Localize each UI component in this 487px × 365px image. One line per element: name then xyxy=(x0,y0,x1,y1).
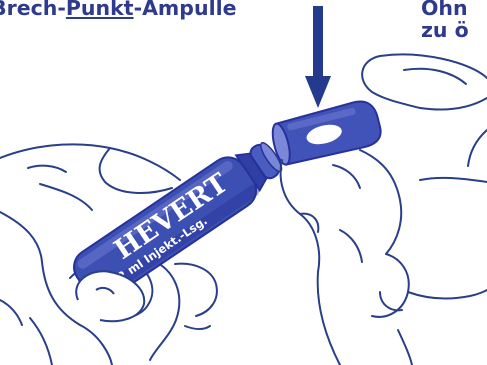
down-arrow-icon xyxy=(305,6,331,108)
ampoule-cap xyxy=(269,98,384,169)
right-hand xyxy=(281,54,487,365)
